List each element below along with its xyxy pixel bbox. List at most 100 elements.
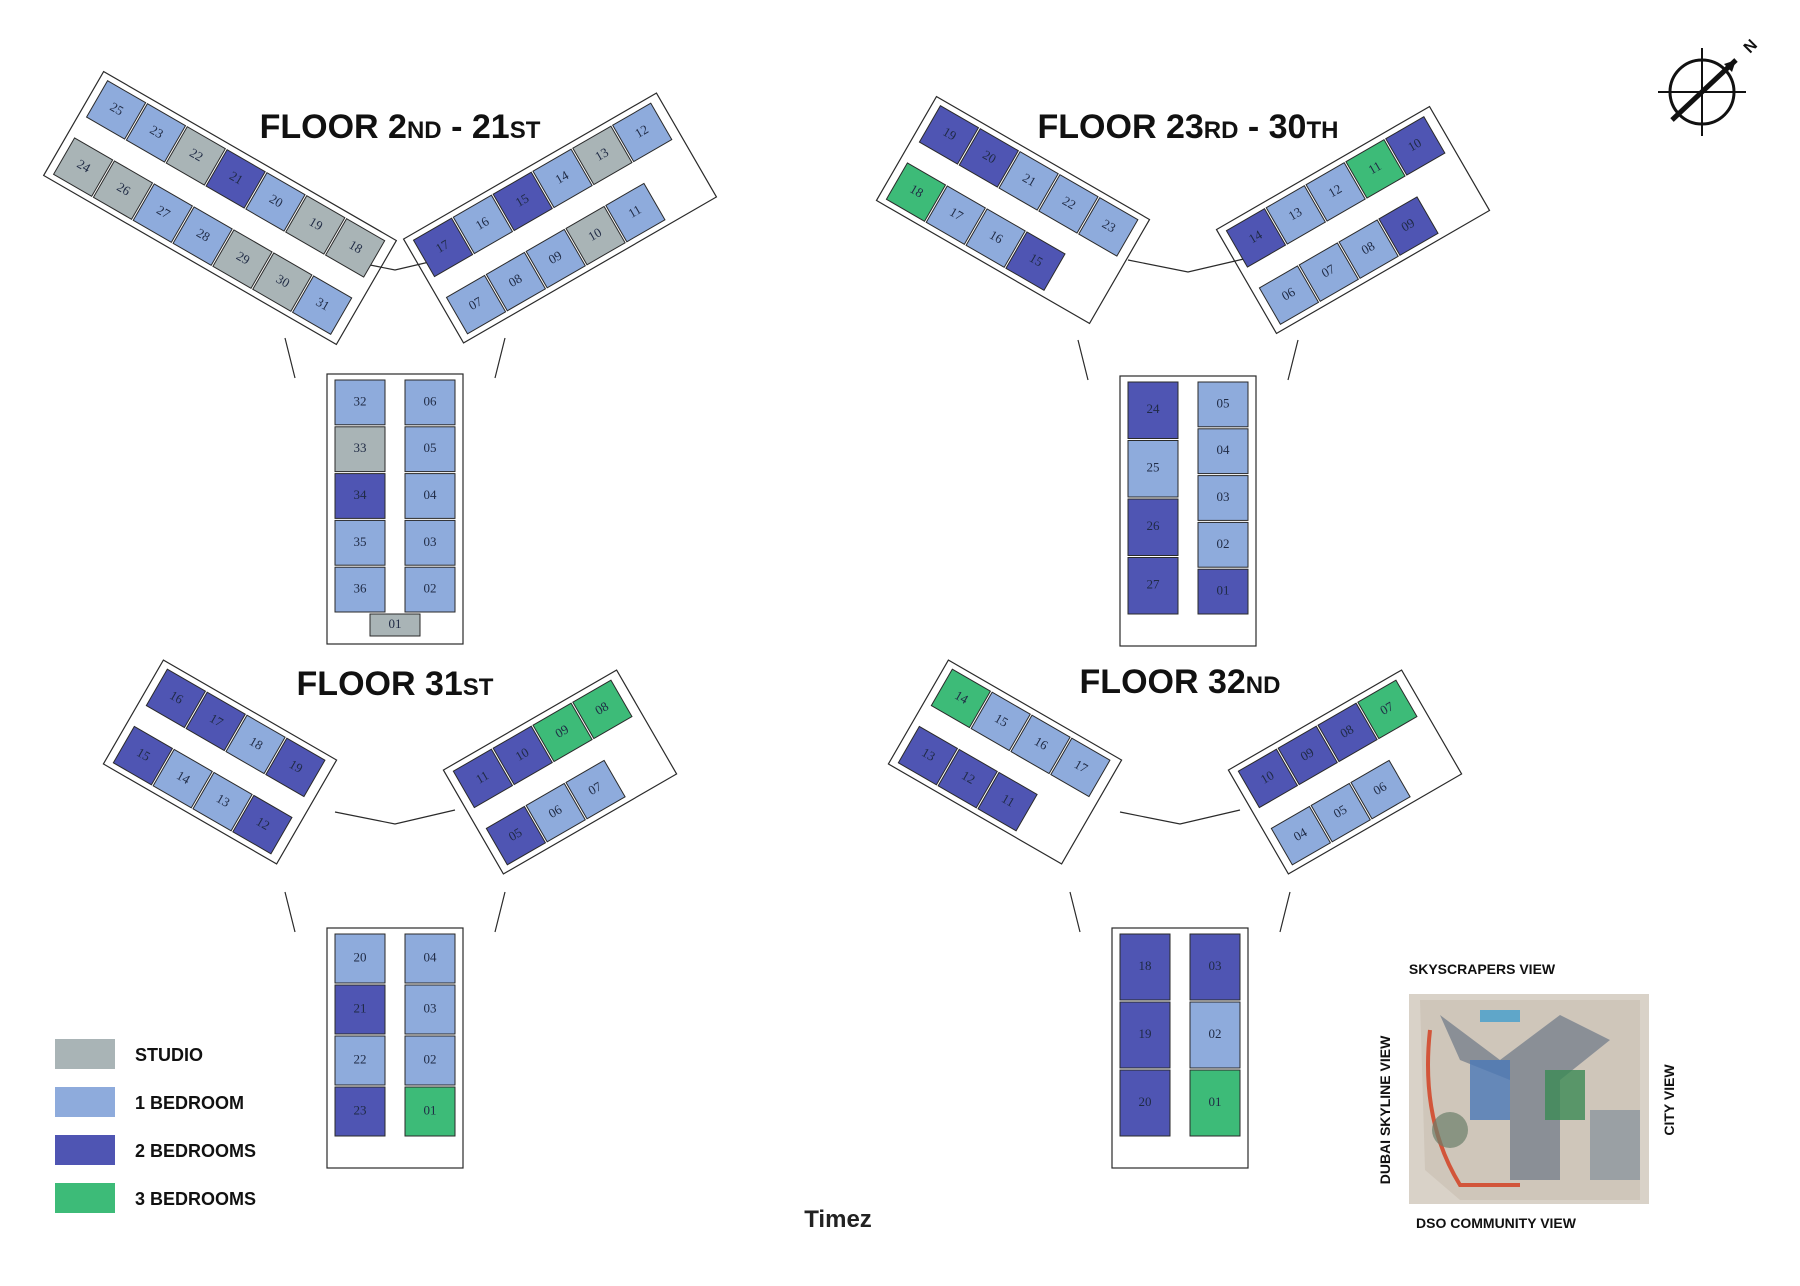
- unit-06: 06: [1258, 265, 1320, 325]
- unit-number: 18: [247, 733, 266, 752]
- unit-fill: [1010, 714, 1071, 775]
- unit-fill: [572, 125, 633, 186]
- unit-number: 15: [992, 710, 1011, 729]
- unit-fill: [1310, 782, 1371, 843]
- unit-06: 06: [1350, 759, 1411, 820]
- unit-number: 36: [354, 581, 368, 596]
- unit-fill: [152, 748, 213, 809]
- unit-fill: [225, 714, 286, 775]
- wing-outline: [1215, 105, 1491, 335]
- unit-number: 20: [354, 949, 367, 964]
- unit-fill: [452, 194, 514, 255]
- unit-fill: [145, 668, 207, 729]
- floor-title-suffix: ND: [1246, 672, 1281, 699]
- unit-fill: [492, 725, 553, 786]
- unit-number: 10: [1258, 767, 1277, 786]
- floor-title-suffix: ST: [463, 674, 494, 701]
- unit-07: 07: [1357, 679, 1418, 740]
- floor-plan-f2_21: FLOOR 2ND - 21ST252423262227212820291930…: [42, 70, 718, 645]
- unit-number: 01: [1209, 1094, 1222, 1109]
- unit-15: 15: [1005, 231, 1066, 291]
- unit-number: 21: [227, 168, 246, 187]
- unit-36: 36: [334, 566, 386, 613]
- unit-fill: [572, 679, 633, 740]
- caption-text: Timez: [804, 1206, 872, 1233]
- unit-16: 16: [1010, 714, 1071, 775]
- floor-plan-f31: FLOOR 31ST161517141813191211051006090708…: [102, 659, 678, 1169]
- unit-fill: [525, 782, 586, 843]
- unit-20: 20: [245, 172, 306, 232]
- unit-08: 08: [1317, 702, 1378, 763]
- unit-number: 18: [907, 181, 926, 200]
- unit-07: 07: [565, 759, 626, 820]
- core-outline: [1119, 809, 1241, 825]
- core-outline: [284, 337, 506, 379]
- unit-04: 04: [1270, 805, 1332, 866]
- unit-fill: [112, 725, 174, 786]
- unit-14: 14: [152, 748, 213, 809]
- unit-18: 18: [1119, 933, 1171, 1001]
- unit-fill: [132, 183, 194, 243]
- unit-fill: [445, 274, 507, 335]
- unit-fill: [1197, 568, 1249, 615]
- unit-number: 10: [1405, 135, 1424, 154]
- unit-number: 05: [1331, 802, 1350, 821]
- unit-fill: [1265, 185, 1327, 245]
- floor-title-main: FLOOR 2: [260, 108, 407, 146]
- unit-26: 26: [1127, 498, 1179, 556]
- unit-number: 31: [314, 294, 333, 313]
- floor-title-main: FLOOR 23: [1038, 108, 1204, 146]
- unit-number: 09: [546, 248, 565, 267]
- unit-fill: [125, 103, 187, 163]
- unit-19: 19: [918, 105, 980, 165]
- unit-12: 12: [1305, 162, 1366, 222]
- unit-fill: [232, 794, 293, 855]
- legend-label: 3 BEDROOMS: [135, 1189, 256, 1209]
- core-outline: [1077, 339, 1299, 381]
- unit-number: 30: [274, 271, 293, 290]
- unit-number: 01: [424, 1102, 437, 1117]
- unit-35: 35: [334, 519, 386, 566]
- floor-title-suffix: ND: [407, 117, 442, 144]
- unit-14: 14: [1225, 208, 1287, 268]
- unit-number: 02: [1209, 1026, 1222, 1041]
- unit-number: 12: [1325, 181, 1344, 200]
- unit-number: 19: [1139, 1026, 1152, 1041]
- unit-fill: [85, 80, 147, 140]
- unit-fill: [930, 668, 992, 729]
- unit-24: 24: [52, 137, 114, 197]
- unit-fill: [1378, 196, 1439, 256]
- unit-12: 12: [937, 748, 998, 809]
- unit-number: 09: [1298, 744, 1317, 763]
- unit-number: 02: [424, 1051, 437, 1066]
- unit-fill: [885, 162, 947, 222]
- unit-fill: [252, 252, 313, 312]
- unit-number: 03: [1217, 489, 1230, 504]
- unit-number: 08: [1358, 238, 1377, 257]
- unit-fill: [1005, 231, 1066, 291]
- unit-09: 09: [1378, 196, 1439, 256]
- floor-title: FLOOR 31ST: [297, 665, 494, 703]
- unit-fill: [492, 171, 553, 232]
- unit-24: 24: [1127, 381, 1179, 439]
- unit-21: 21: [334, 984, 386, 1035]
- north-arrow-icon: N: [1658, 37, 1761, 136]
- unit-fill: [965, 208, 1026, 268]
- core-outline: [284, 891, 506, 933]
- unit-number: 12: [959, 768, 978, 787]
- unit-fill: [1357, 679, 1418, 740]
- unit-33: 33: [334, 426, 386, 473]
- unit-10: 10: [492, 725, 553, 786]
- unit-fill: [1127, 557, 1179, 615]
- unit-fill: [412, 217, 474, 278]
- unit-23: 23: [334, 1086, 386, 1137]
- unit-number: 22: [354, 1051, 367, 1066]
- unit-number: 22: [187, 145, 206, 164]
- unit-20: 20: [334, 933, 386, 984]
- unit-02: 02: [404, 1035, 456, 1086]
- unit-number: 13: [919, 745, 938, 764]
